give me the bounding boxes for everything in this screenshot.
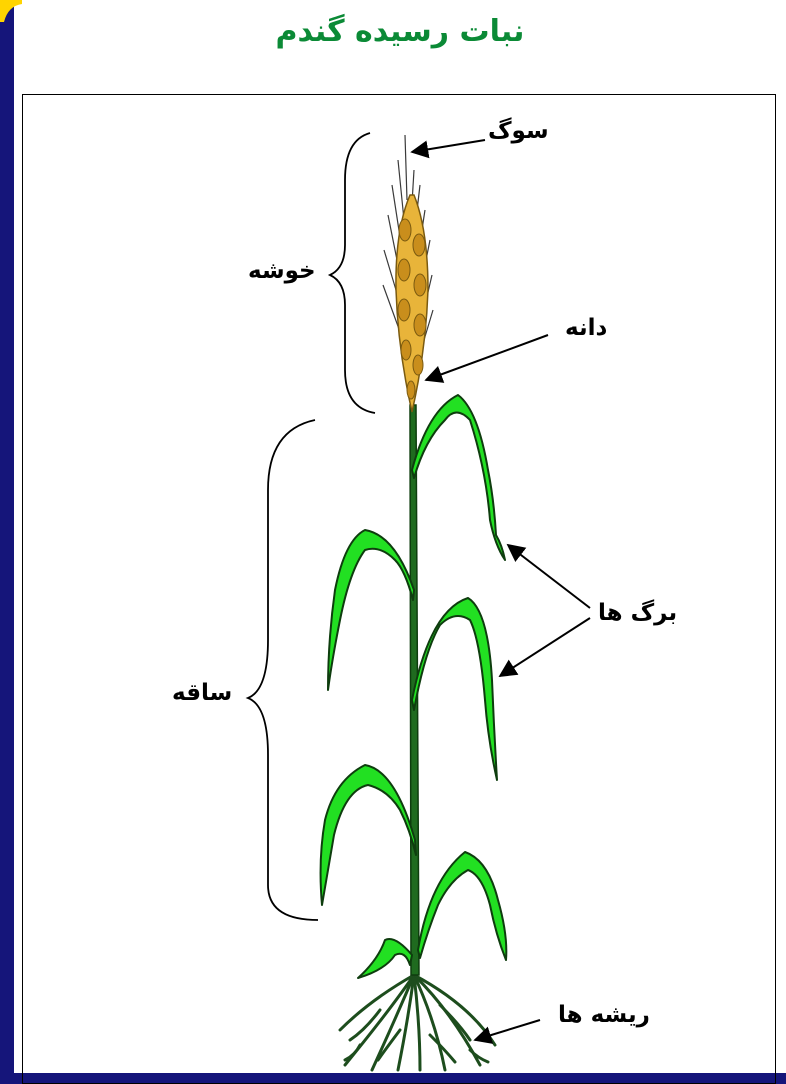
brace-spike bbox=[330, 133, 375, 413]
arrow-awn bbox=[412, 140, 485, 152]
label-grain: دانه bbox=[565, 315, 607, 341]
roots-illustration bbox=[340, 975, 495, 1070]
label-leaves: برگ ها bbox=[598, 600, 677, 626]
arrow-leaf-upper bbox=[508, 545, 590, 608]
label-roots: ریشه ها bbox=[558, 1002, 650, 1028]
label-spike: خوشه bbox=[248, 258, 316, 284]
label-awn: سوگ bbox=[488, 118, 549, 144]
brace-stem bbox=[248, 420, 318, 920]
spike-illustration bbox=[383, 135, 433, 412]
arrow-grain bbox=[426, 335, 548, 380]
label-stem: ساقه bbox=[172, 680, 232, 706]
arrow-leaf-lower bbox=[500, 618, 590, 676]
